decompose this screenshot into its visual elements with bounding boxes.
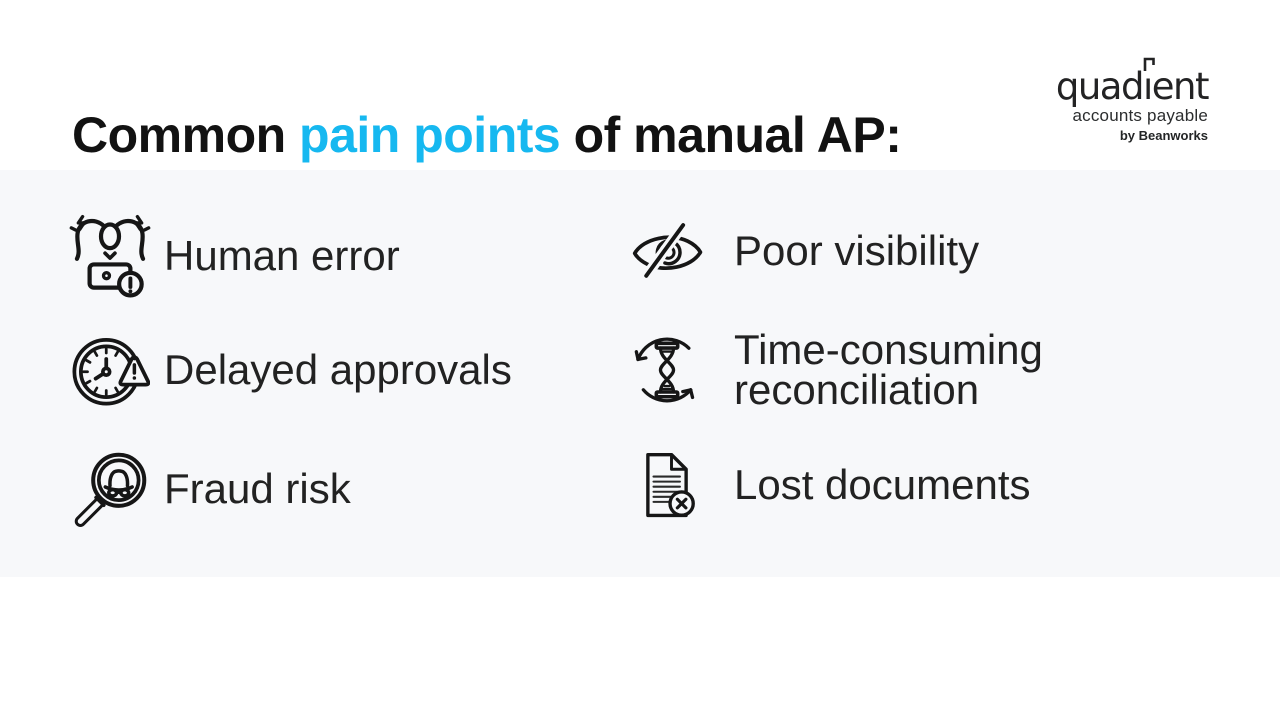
page-title: Common pain points of manual AP:: [72, 106, 902, 164]
hourglass-cycle-icon: [634, 337, 695, 403]
icon-box: [62, 333, 158, 408]
wordmark-i-letter: ı: [1142, 65, 1153, 108]
pain-point-label: Human error: [164, 232, 400, 279]
label-line-1: Time-consuming: [734, 326, 1043, 373]
icon-box: [628, 332, 706, 408]
magnifier-spy-icon: [74, 452, 147, 527]
content-band: [0, 170, 1280, 577]
pain-point-label: Delayed approvals: [164, 346, 512, 393]
icon-box: [628, 449, 706, 521]
title-highlight: pain points: [299, 107, 561, 163]
wordmark-pre: quad: [1055, 65, 1145, 108]
document-x-icon: [646, 452, 695, 518]
icon-box: [62, 213, 158, 299]
icon-box: [62, 446, 158, 532]
eye-off-icon: [632, 221, 703, 281]
pain-point-delayed-approvals: Delayed approvals: [62, 324, 512, 416]
pain-point-human-error: Human error: [62, 210, 400, 302]
pain-point-label: Poor visibility: [734, 227, 980, 274]
pain-point-fraud-risk: Fraud risk: [62, 443, 351, 535]
logo-byline: by Beanworks: [1119, 128, 1208, 143]
wordmark-post: ent: [1151, 65, 1210, 108]
pain-point-lost-documents: Lost documents: [628, 439, 1031, 531]
pain-point-label: Fraud risk: [164, 465, 351, 512]
label-line-2: reconciliation: [734, 366, 980, 413]
pain-point-label: Lost documents: [734, 461, 1031, 508]
title-part2: of manual AP:: [560, 107, 902, 163]
stressed-person-laptop-icon: [69, 214, 151, 298]
pain-point-poor-visibility: Poor visibility: [628, 205, 979, 297]
logo-subtitle: accounts payable: [1072, 106, 1208, 125]
clock-warning-icon: [72, 337, 150, 405]
wordmark-i: ı: [1142, 57, 1155, 108]
icon-box: [628, 221, 706, 281]
quadient-i-flag-icon: [1143, 57, 1155, 71]
title-part1: Common: [72, 107, 300, 163]
